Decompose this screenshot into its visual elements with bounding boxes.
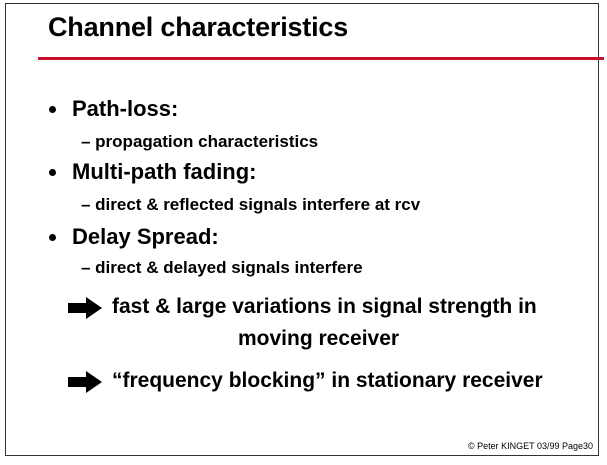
bullet-label: Path-loss: [72,96,179,121]
sub-bullet-path-loss: – propagation characteristics [81,132,319,151]
bullet-dot-icon [49,105,56,113]
conclusion-1-line-1: fast & large variations in signal streng… [112,295,537,318]
title-underline [38,57,604,60]
slide-footer: © Peter KINGET 03/99 Page30 [467,441,593,451]
sub-bullet-delay-spread: – direct & delayed signals interfere [81,258,363,277]
right-arrow-icon [68,297,102,319]
slide-frame [5,3,599,456]
bullet-label: Multi-path fading: [72,159,257,184]
bullet-label: Delay Spread: [72,224,219,249]
bullet-delay-spread: Delay Spread: [49,224,219,250]
sub-bullet-multi-path-fading: – direct & reflected signals interfere a… [81,195,421,214]
bullet-dot-icon [49,233,56,241]
right-arrow-icon [68,371,102,393]
conclusion-1-line-2: moving receiver [238,327,400,350]
conclusion-2-line-1: “frequency blocking” in stationary recei… [112,369,543,392]
bullet-multi-path-fading: Multi-path fading: [49,159,257,185]
bullet-dot-icon [49,168,56,176]
slide-title: Channel characteristics [48,12,349,42]
bullet-path-loss: Path-loss: [49,96,178,122]
